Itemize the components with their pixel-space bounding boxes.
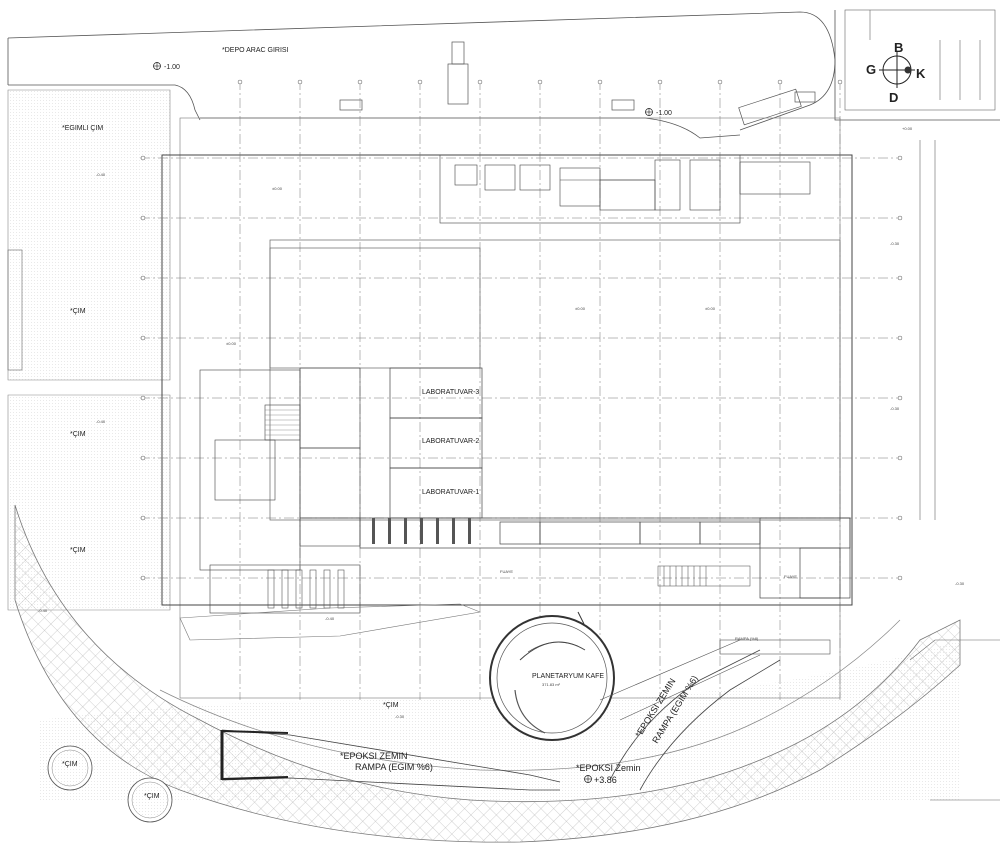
grid-bubble bbox=[537, 79, 543, 85]
lawn-label-sloped: *EGIMLI ÇIM bbox=[62, 125, 103, 132]
grid-bubble bbox=[140, 155, 146, 161]
laboratories bbox=[389, 367, 483, 519]
grid-bubble bbox=[140, 275, 146, 281]
elevation-6: -0.40 bbox=[96, 419, 106, 424]
lawn-left bbox=[7, 394, 171, 611]
elevation-11: -0.40 bbox=[325, 616, 335, 621]
bench-rows bbox=[267, 569, 345, 609]
level-marker-bottom bbox=[584, 775, 592, 783]
compass-north-label: B bbox=[894, 40, 903, 55]
paved-band-inner bbox=[159, 619, 901, 771]
grid-bubble bbox=[897, 455, 903, 461]
foyer-2-label: FUAYE bbox=[784, 574, 797, 579]
level-right-label: -1.00 bbox=[656, 110, 672, 117]
west-ramp-label: RAMPA (EGIM %6) bbox=[355, 762, 433, 772]
grand-stair bbox=[657, 565, 751, 587]
level-marker-left bbox=[153, 62, 161, 70]
elevation-3: ±0.00 bbox=[705, 306, 716, 311]
planetarium-area: 371.83 m² bbox=[542, 682, 561, 687]
compass bbox=[879, 52, 915, 88]
elevation-12: -0.30 bbox=[395, 714, 405, 719]
grid-bubble bbox=[897, 155, 903, 161]
west-block bbox=[199, 367, 361, 614]
lawn-label-3: *ÇIM bbox=[70, 547, 86, 554]
service-rooms bbox=[439, 154, 811, 224]
grid-bubble bbox=[297, 79, 303, 85]
grid-bubble bbox=[237, 79, 243, 85]
compass-west-label: G bbox=[866, 62, 876, 77]
elevation-8: -0.30 bbox=[890, 406, 900, 411]
elevation-13: +0.00 bbox=[902, 126, 913, 131]
parking-top-right bbox=[844, 9, 996, 111]
elevation-9: -0.30 bbox=[955, 581, 965, 586]
elevation-10: -0.40 bbox=[38, 608, 48, 613]
access-road bbox=[7, 10, 1000, 139]
grid-bubble bbox=[897, 515, 903, 521]
grid-bubble bbox=[140, 395, 146, 401]
elevation-5: -0.40 bbox=[96, 172, 106, 177]
planetarium-name: PLANETARYUM KAFE bbox=[532, 673, 604, 680]
elevation-7: -0.30 bbox=[890, 241, 900, 246]
grid-bubble bbox=[140, 515, 146, 521]
lab-2-label: LABORATUVAR-2 bbox=[422, 438, 479, 445]
grid-bubble bbox=[140, 335, 146, 341]
south-canopy bbox=[179, 603, 482, 641]
round-lawn-1 bbox=[47, 745, 93, 791]
grid-bubble bbox=[597, 79, 603, 85]
lawn-label-2: *ÇIM bbox=[70, 431, 86, 438]
diagonal-ramp bbox=[609, 649, 781, 791]
grid-bubble bbox=[140, 455, 146, 461]
bottom-surface-label: *EPOKSI Zemin bbox=[576, 763, 641, 773]
grid-bubble bbox=[417, 79, 423, 85]
lawn-label-4: *ÇIM bbox=[383, 702, 399, 709]
foyer-strip bbox=[359, 517, 851, 599]
level-left-label: -1.00 bbox=[164, 64, 180, 71]
round-lawn-2 bbox=[127, 777, 173, 823]
lawn-label-1: *ÇIM bbox=[70, 308, 86, 315]
west-ramp bbox=[220, 729, 561, 791]
paved-band bbox=[14, 504, 961, 843]
main-hall bbox=[269, 239, 841, 521]
elevation-4: ±0.00 bbox=[226, 341, 237, 346]
grid-bubble bbox=[897, 575, 903, 581]
grid-bubble bbox=[657, 79, 663, 85]
lawn-top-left bbox=[7, 89, 171, 381]
east-ramp bbox=[599, 639, 831, 721]
elevation-1: ±0.00 bbox=[272, 186, 283, 191]
east-edge bbox=[909, 140, 1000, 801]
lawn-label-round-1: *ÇIM bbox=[62, 761, 78, 768]
compass-east-label: K bbox=[916, 66, 926, 81]
lab-1-label: LABORATUVAR-1 bbox=[422, 489, 479, 496]
grid-bubble bbox=[140, 575, 146, 581]
grid-bubble bbox=[897, 395, 903, 401]
grid-bubble bbox=[897, 335, 903, 341]
compass-south-label: D bbox=[889, 90, 898, 105]
lawn-label-round-2: *ÇIM bbox=[144, 793, 160, 800]
grid-bubble bbox=[897, 215, 903, 221]
grid-bubble bbox=[140, 215, 146, 221]
planetarium bbox=[489, 611, 615, 741]
grid-bubble bbox=[477, 79, 483, 85]
west-edge bbox=[7, 249, 23, 371]
loading-vehicles bbox=[339, 41, 816, 126]
grid-bubble bbox=[717, 79, 723, 85]
west-ramp-surface: *EPOKSI ZEMIN bbox=[340, 751, 408, 761]
ramp-small-label: RAMPA (%8) bbox=[735, 636, 759, 641]
west-stairs bbox=[265, 409, 300, 436]
lab-3-label: LABORATUVAR-3 bbox=[422, 389, 479, 396]
grid-bubble bbox=[357, 79, 363, 85]
foyer-1-label: FUAYE bbox=[500, 569, 513, 574]
elevation-2: ±0.00 bbox=[575, 306, 586, 311]
grid-bubble bbox=[777, 79, 783, 85]
grid-bubble bbox=[837, 79, 843, 85]
entrance-label: *DEPO ARAC GIRISI bbox=[222, 47, 289, 54]
grid-bubble bbox=[897, 275, 903, 281]
level-marker-right bbox=[645, 108, 653, 116]
foyer-columns bbox=[372, 518, 471, 544]
bottom-level-label: +3.86 bbox=[594, 775, 617, 785]
